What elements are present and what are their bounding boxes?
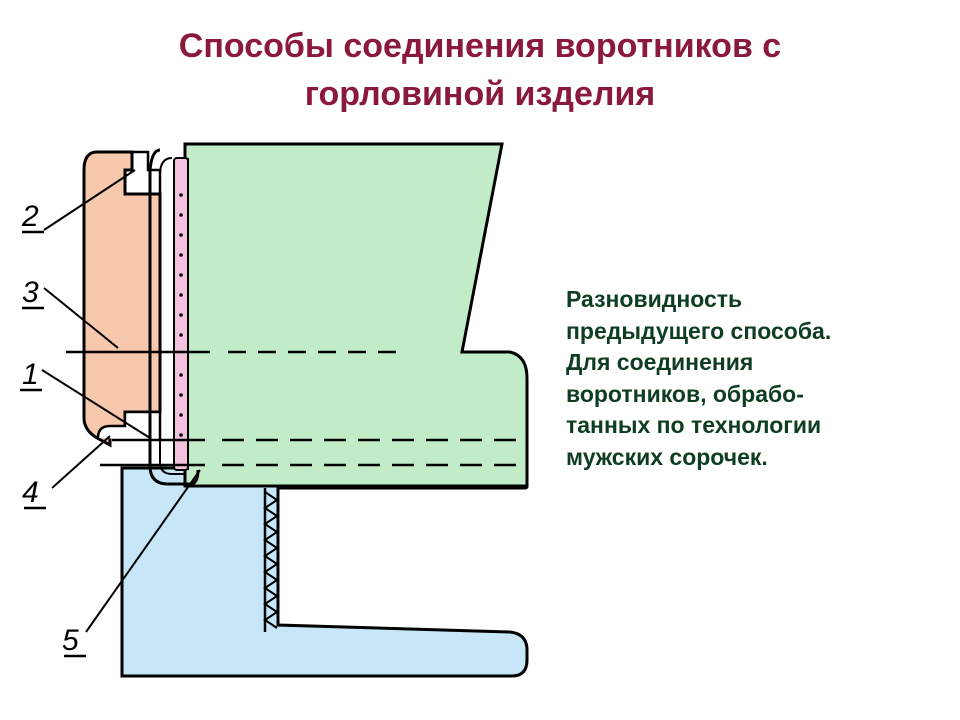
method-description: Разновидность предыдущего способа. Для с… [566,284,946,473]
collar-panel [183,142,529,488]
callout-2: 2 [21,200,39,233]
stand-fold-bottom [96,410,162,440]
description-line-5: танных по технологии [566,412,822,438]
leader-lines [41,169,201,633]
slide-title: Способы соединения воротников с горловин… [40,22,920,118]
callout-underlines [20,230,86,658]
title-line-2: горловиной изделия [304,75,656,113]
neckline-fold [148,148,200,486]
callout-4: 4 [22,476,39,509]
garment-body [120,466,529,678]
callout-1: 1 [22,358,39,391]
construction-lines [66,350,527,467]
description-line-3: Для соединения [566,349,754,375]
description-line-6: мужских сорочек. [566,443,768,470]
description-line-4: воротников, обрабо- [566,380,804,407]
title-line-1: Способы соединения воротников с [178,27,782,65]
overlock-zigzag [263,491,279,629]
stitch-dots [179,193,183,437]
description-line-1: Разновидность [566,286,743,312]
callout-3: 3 [22,276,39,309]
stand-fold-top [132,150,162,194]
neckline-inner-fold [159,157,186,475]
callout-5: 5 [62,624,79,657]
description-line-2: предыдущего способа. [566,317,832,344]
